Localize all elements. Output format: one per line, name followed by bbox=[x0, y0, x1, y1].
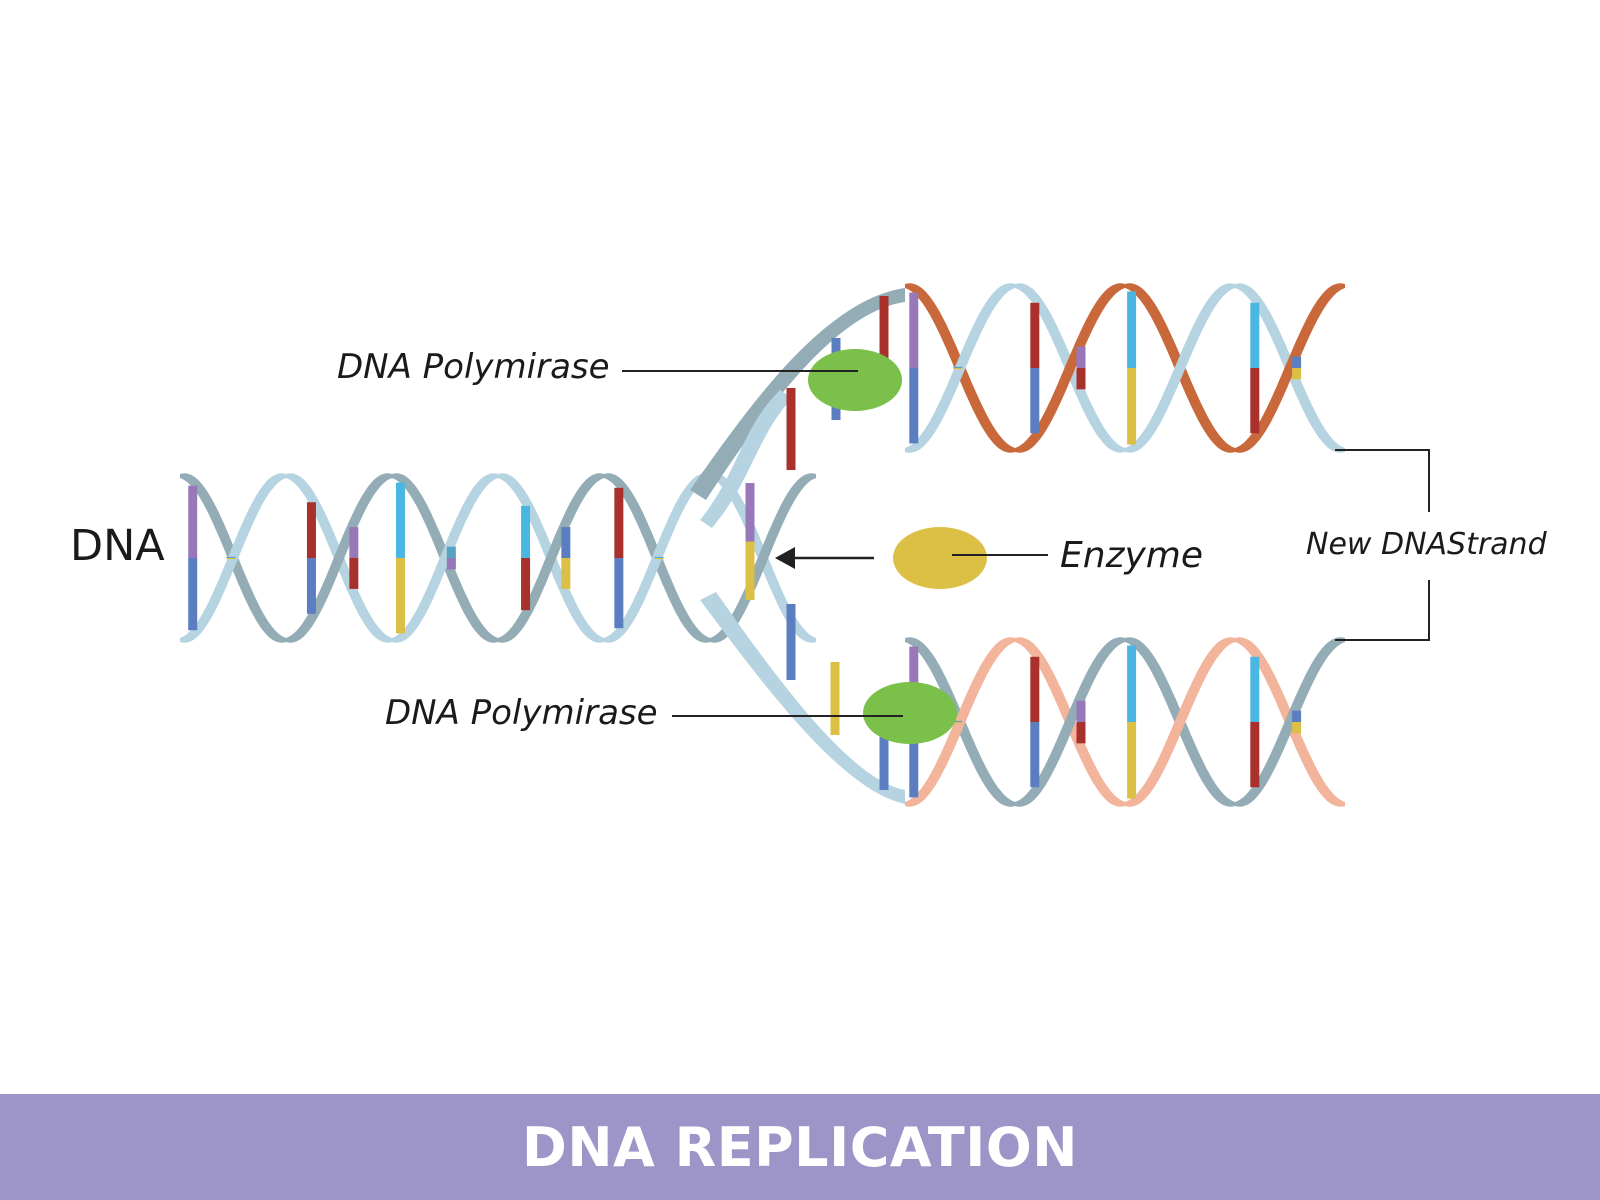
free-base bbox=[786, 604, 796, 680]
backbone-strand bbox=[1235, 637, 1345, 807]
base-pair-upper bbox=[306, 502, 316, 558]
backbone-strand bbox=[498, 473, 604, 643]
base-pair-upper bbox=[1292, 356, 1302, 368]
base-pair-upper bbox=[521, 505, 531, 558]
free-base bbox=[879, 296, 889, 380]
dna-polymerase-top bbox=[808, 349, 902, 411]
dna-polymerase-bottom bbox=[863, 682, 957, 744]
base-pair-lower bbox=[521, 558, 531, 611]
base-pair-lower bbox=[909, 722, 919, 798]
base-pair-upper bbox=[654, 556, 664, 558]
fork-strand-upper bbox=[690, 288, 905, 500]
free-base bbox=[745, 541, 755, 600]
base-pair-upper bbox=[395, 482, 405, 558]
replication-fork bbox=[690, 288, 905, 804]
base-pair-lower bbox=[1076, 722, 1086, 744]
base-pair-lower bbox=[1030, 368, 1040, 434]
enzyme-shape bbox=[893, 527, 987, 589]
base-pair-upper bbox=[446, 546, 456, 558]
free-base bbox=[745, 483, 755, 542]
base-pair-lower bbox=[909, 368, 919, 444]
base-pair-upper bbox=[1127, 645, 1137, 722]
fork-strand-mid bbox=[700, 390, 792, 528]
bottom-daughter-helix bbox=[905, 637, 1345, 807]
banner-title: DNA REPLICATION bbox=[522, 1115, 1078, 1179]
backbone-strand bbox=[1235, 283, 1345, 453]
base-pair-upper bbox=[614, 487, 624, 558]
base-pair-lower bbox=[1030, 722, 1040, 788]
base-pair-upper bbox=[953, 720, 963, 722]
base-pair-lower bbox=[1292, 722, 1302, 734]
base-pair-upper bbox=[1076, 700, 1086, 722]
base-pair-upper bbox=[953, 366, 963, 368]
polymerase-bottom-label: DNA Polymirase bbox=[385, 693, 658, 733]
base-pair-lower bbox=[953, 368, 963, 370]
backbone-strand bbox=[392, 473, 498, 643]
backbone-strand bbox=[710, 473, 816, 643]
dna-label: DNA bbox=[70, 521, 165, 571]
base-pair-upper bbox=[1127, 291, 1137, 368]
base-pair-lower bbox=[306, 558, 316, 614]
base-pair-upper bbox=[226, 556, 236, 558]
backbone-strand bbox=[1015, 283, 1125, 453]
free-base bbox=[786, 388, 796, 470]
base-pair-upper bbox=[1292, 710, 1302, 722]
new-strand-bracket-lower bbox=[1335, 580, 1430, 641]
base-pair-lower bbox=[188, 558, 198, 631]
backbone-strand bbox=[286, 473, 392, 643]
title-banner: DNA REPLICATION bbox=[0, 1094, 1600, 1200]
base-pair-upper bbox=[1030, 656, 1040, 722]
arrowhead-icon bbox=[775, 547, 795, 569]
enzyme-label: Enzyme bbox=[1060, 535, 1203, 576]
base-pair-upper bbox=[561, 527, 571, 558]
base-pair-lower bbox=[446, 558, 456, 570]
base-pair-lower bbox=[561, 558, 571, 589]
base-pair-lower bbox=[1292, 368, 1302, 380]
base-pair-lower bbox=[349, 558, 359, 589]
base-pair-lower bbox=[1127, 368, 1137, 445]
base-pair-lower bbox=[953, 722, 963, 724]
new-strand-label: New DNAStrand bbox=[1306, 527, 1548, 562]
base-pair-upper bbox=[1076, 346, 1086, 368]
base-pair-lower bbox=[395, 558, 405, 634]
base-pair-lower bbox=[1250, 722, 1260, 788]
base-pair-upper bbox=[349, 527, 359, 558]
top-daughter-helix bbox=[905, 283, 1345, 453]
base-pair-upper bbox=[1250, 302, 1260, 368]
polymerase-top-label: DNA Polymirase bbox=[337, 347, 610, 387]
parent-dna-helix bbox=[180, 473, 816, 643]
free-base bbox=[830, 662, 840, 735]
dna-replication-diagram: DNA DNA Polymirase DNA Polymirase Enzyme… bbox=[70, 283, 1548, 807]
base-pair-lower bbox=[1250, 368, 1260, 434]
backbone-strand bbox=[1125, 283, 1235, 453]
backbone-strand bbox=[1125, 637, 1235, 807]
backbone-strand bbox=[1015, 637, 1125, 807]
free-base bbox=[879, 718, 889, 790]
base-pair-lower bbox=[1076, 368, 1086, 390]
base-pair-upper bbox=[1250, 656, 1260, 722]
base-pair-upper bbox=[1030, 302, 1040, 368]
base-pair-lower bbox=[654, 558, 664, 560]
base-pair-lower bbox=[1127, 722, 1137, 799]
base-pair-upper bbox=[909, 292, 919, 368]
base-pair-upper bbox=[188, 485, 198, 558]
base-pair-lower bbox=[614, 558, 624, 629]
new-strand-bracket bbox=[1335, 449, 1430, 512]
fork-strand-lower bbox=[700, 592, 905, 804]
base-pair-lower bbox=[226, 558, 236, 560]
